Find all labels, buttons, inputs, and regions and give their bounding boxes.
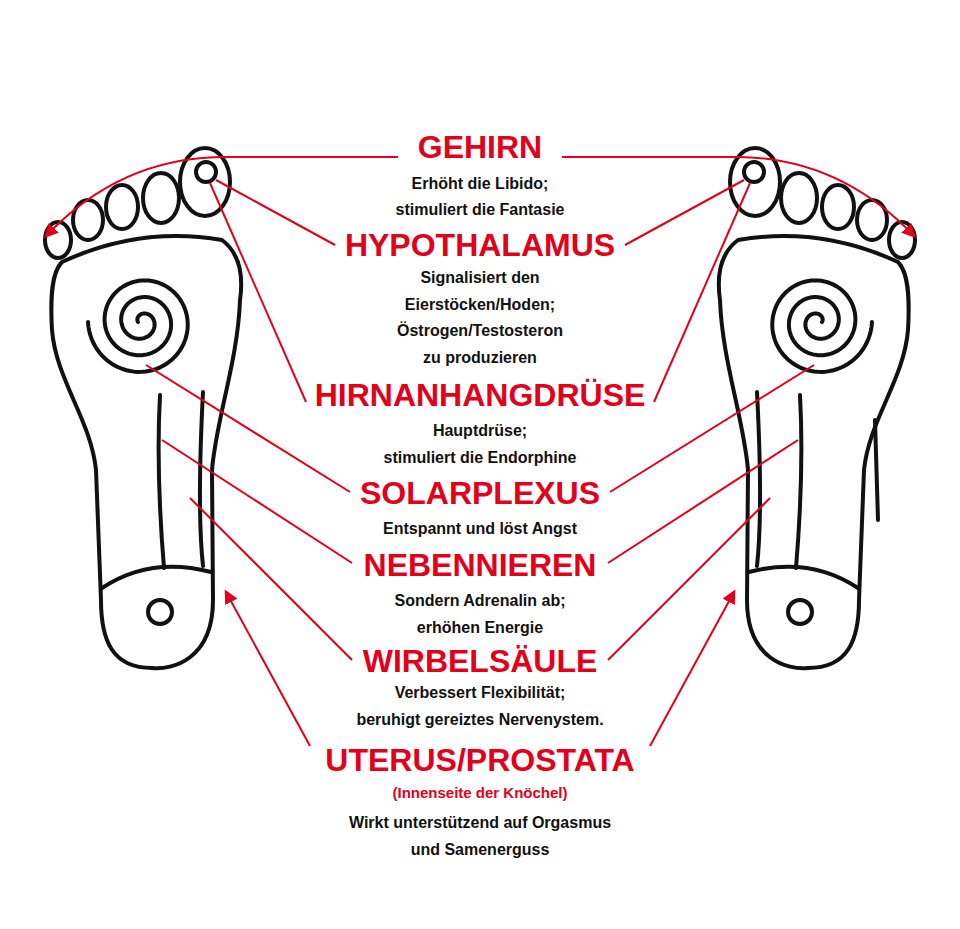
- right-foot: [719, 148, 915, 668]
- zone-effect: Erhöht die Libido; stimuliert die Fantas…: [396, 171, 565, 223]
- leader-arc: [738, 157, 914, 236]
- toe: [45, 222, 71, 258]
- text-line: (Innenseite der Knöchel): [392, 783, 567, 803]
- text-line: Östrogen/Testosteron: [397, 318, 563, 345]
- text-line: zu produzieren: [397, 345, 563, 372]
- spiral: [88, 280, 188, 371]
- text-line: Wirkt unterstützend auf Orgasmus: [349, 809, 611, 836]
- text-line: und Samenerguss: [349, 836, 611, 863]
- zone-effect: Signalisiert den Eierstöcken/Hoden; Östr…: [397, 265, 563, 372]
- sole-outline: [51, 236, 241, 668]
- text-line: stimuliert die Fantasie: [396, 197, 565, 223]
- spine-band: [200, 392, 203, 566]
- text-line: Eierstöcken/Hoden;: [397, 292, 563, 319]
- spine-band: [159, 395, 164, 568]
- zone-effect: Verbessert Flexibilität; beruhigt gereiz…: [356, 679, 603, 733]
- text-line: Sondern Adrenalin ab;: [395, 587, 566, 614]
- leader-line: [654, 183, 750, 402]
- text-line: Erhöht die Libido;: [396, 171, 565, 197]
- leader-line: [190, 498, 352, 660]
- text-line: Entspannt und löst Angst: [383, 515, 577, 542]
- zone-heading: HYPOTHALAMUS: [345, 229, 615, 261]
- text-line: GEHIRN: [418, 131, 542, 163]
- text-line: HYPOTHALAMUS: [345, 229, 615, 261]
- zone-effect: Wirkt unterstützend auf Orgasmus und Sam…: [349, 809, 611, 863]
- text-line: UTERUS/PROSTATA: [325, 744, 634, 776]
- toe: [143, 173, 179, 223]
- zone-heading: NEBENNIEREN: [364, 549, 597, 581]
- zone-effect: Sondern Adrenalin ab; erhöhen Energie: [395, 587, 566, 641]
- zone-heading: WIRBELSÄULE: [363, 645, 598, 677]
- zone-effect: Entspannt und löst Angst: [383, 515, 577, 542]
- text-line: HIRNANHANGDRÜSE: [315, 379, 646, 411]
- leader-line: [222, 156, 398, 158]
- leader-lines: [46, 157, 914, 746]
- zone-effect: Hauptdrüse; stimuliert die Endorphine: [384, 417, 577, 471]
- text-line: Hauptdrüse;: [384, 417, 577, 444]
- foot-line: [875, 420, 878, 520]
- leader-arrow: [650, 592, 734, 746]
- text-line: beruhigt gereiztes Nervenystem.: [356, 706, 603, 733]
- location-note: (Innenseite der Knöchel): [392, 783, 567, 803]
- toe: [73, 200, 103, 240]
- zone-heading: SOLARPLEXUS: [360, 477, 600, 509]
- text-line: erhöhen Energie: [395, 614, 566, 641]
- left-foot: [45, 148, 241, 668]
- toe: [106, 185, 138, 229]
- heel-divider: [102, 567, 211, 588]
- leader-arc: [46, 157, 222, 236]
- leader-line: [210, 183, 306, 402]
- text-line: SOLARPLEXUS: [360, 477, 600, 509]
- text-line: NEBENNIEREN: [364, 549, 597, 581]
- spiral-group: [88, 280, 188, 371]
- text-line: Verbessert Flexibilität;: [356, 679, 603, 706]
- leader-line: [608, 498, 770, 660]
- leader-line: [608, 440, 798, 563]
- leader-arrow: [226, 592, 310, 746]
- text-line: Signalisiert den: [397, 265, 563, 292]
- zone-heading: HIRNANHANGDRÜSE: [315, 379, 646, 411]
- text-line: stimuliert die Endorphine: [384, 444, 577, 471]
- zone-heading: GEHIRN: [418, 131, 542, 163]
- text-line: WIRBELSÄULE: [363, 645, 598, 677]
- leader-line: [162, 440, 352, 563]
- heel-point: [148, 600, 172, 624]
- zone-heading: UTERUS/PROSTATA: [325, 744, 634, 776]
- leader-line: [562, 156, 738, 158]
- toe-point: [196, 162, 216, 182]
